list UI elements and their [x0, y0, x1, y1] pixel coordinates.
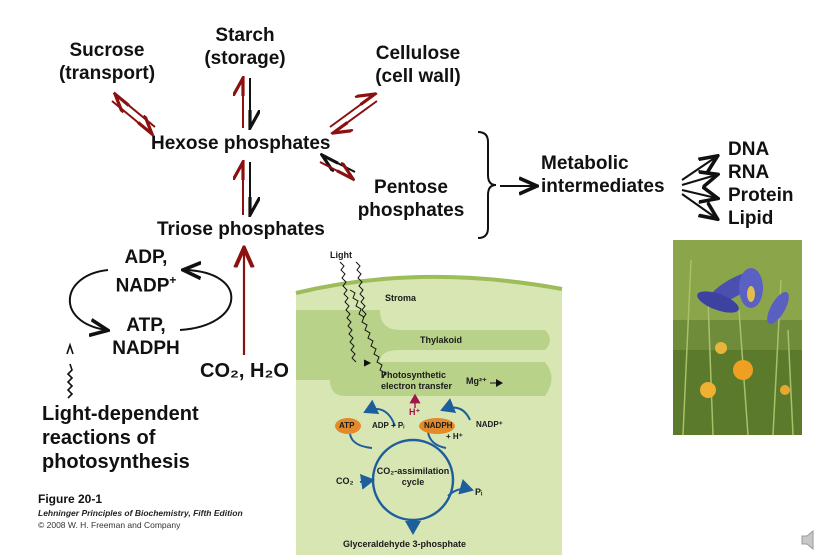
product-list: DNA RNA Protein Lipid	[728, 138, 793, 230]
pi-output-arrow	[447, 479, 474, 497]
cycle-line-1: CO₂-assimilation	[376, 466, 450, 476]
nadp-text: NADP	[115, 275, 170, 297]
label-triose-phosphates: Triose phosphates	[157, 219, 325, 240]
nadph-label: NADPH	[424, 421, 453, 430]
book-title: Lehninger Principles of Biochemistry, Fi…	[38, 508, 243, 518]
adp-pi-label: ADP + Pᵢ	[372, 421, 405, 430]
electron-transfer-line-2: electron transfer	[381, 381, 453, 391]
atp-label: ATP	[339, 421, 355, 430]
iris-flower-photo	[673, 240, 802, 435]
starch-line-2: (storage)	[204, 48, 286, 69]
arrow-hexose-to-pentose	[319, 161, 353, 179]
label-hexose-phosphates: Hexose phosphates	[151, 133, 331, 154]
light-squiggle-left	[66, 363, 74, 399]
label-metabolic-intermediates: Metabolic intermediates	[541, 152, 665, 198]
nadph-line: NADPH	[112, 338, 180, 359]
pi-label: Pᵢ	[475, 487, 483, 497]
label-pentose-phosphates: Pentose phosphates	[354, 176, 468, 222]
loop-right-atp-to-adp	[179, 270, 233, 331]
cellulose-line-2: (cell wall)	[375, 66, 461, 87]
adp-line: ADP,	[124, 247, 168, 268]
cycle-line-2: cycle	[401, 477, 425, 487]
mg-label: Mg²⁺	[466, 376, 487, 386]
arrow-to-rna	[681, 175, 716, 185]
atp-loop	[363, 399, 396, 427]
figure-number: Figure 20-1	[38, 492, 103, 506]
starch-line-1: Starch	[215, 25, 275, 46]
product-rna: RNA	[728, 162, 770, 183]
light-dependent-line-2: reactions of	[42, 427, 156, 449]
thylakoid-label: Thylakoid	[420, 335, 463, 345]
brace	[477, 131, 497, 239]
light-label: Light	[330, 250, 352, 260]
nadp-line: NADP+	[104, 269, 188, 297]
light-dependent-line-1: Light-dependent	[42, 403, 199, 425]
arrow-to-lipid	[681, 193, 716, 218]
atp-line: ATP,	[126, 315, 166, 336]
h-plus-label: H⁺	[409, 407, 421, 417]
arrow-sucrose-to-hexose	[111, 100, 152, 134]
arrow-to-dna	[681, 157, 716, 181]
metabolic-line-1: Metabolic	[541, 153, 629, 174]
label-co2-h2o: CO₂, H₂O	[200, 360, 289, 382]
electron-transfer-line-1: Photosynthetic	[381, 370, 447, 380]
gap-label: Glyceraldehyde 3-phosphate	[343, 539, 467, 549]
label-starch: Starch (storage)	[190, 24, 300, 70]
light-ray-3	[349, 289, 386, 379]
nadph-loop	[440, 398, 471, 421]
label-light-dependent: Light-dependent reactions of photosynthe…	[42, 402, 199, 474]
sucrose-line-1: Sucrose	[69, 40, 145, 61]
sucrose-line-2: (transport)	[58, 63, 156, 84]
cellulose-line-1: Cellulose	[375, 43, 461, 64]
label-cellulose: Cellulose (cell wall)	[363, 42, 473, 88]
metabolic-line-2: intermediates	[541, 176, 665, 197]
label-sucrose: Sucrose (transport)	[52, 39, 162, 85]
atp-oval	[335, 418, 361, 434]
arrow-to-protein	[681, 190, 716, 198]
pentose-line-1: Pentose	[374, 177, 448, 198]
arrow-cellulose-to-hexose	[333, 100, 378, 133]
nadp-charge: +	[169, 273, 177, 287]
label-adp-nadp: ADP, NADP+	[104, 246, 188, 297]
cycle-label: CO₂-assimilation cycle	[372, 466, 454, 488]
nadp-plus-label: NADP⁺	[476, 420, 503, 429]
electron-transfer-label: Photosynthetic electron transfer	[381, 370, 452, 392]
product-protein: Protein	[728, 185, 794, 206]
chloroplast-membrane	[295, 274, 563, 295]
loop-left-adp-to-atp	[68, 269, 108, 330]
light-ray-2	[355, 261, 367, 319]
co2-label: CO₂	[336, 476, 354, 486]
thylakoid	[296, 310, 552, 396]
product-lipid: Lipid	[728, 208, 774, 229]
nadph-oval	[419, 418, 455, 434]
copyright: © 2008 W. H. Freeman and Company	[38, 520, 181, 530]
h-plus-2-label: + H⁺	[446, 432, 463, 441]
stroma-label: Stroma	[385, 293, 417, 303]
light-ray-1	[339, 261, 357, 363]
label-atp-nadph: ATP, NADPH	[104, 314, 188, 360]
co2-input-arrow	[359, 473, 375, 490]
light-dependent-line-3: photosynthesis	[42, 451, 190, 473]
product-dna: DNA	[728, 139, 770, 160]
pentose-line-2: phosphates	[357, 200, 465, 221]
speaker-icon[interactable]	[801, 529, 821, 551]
